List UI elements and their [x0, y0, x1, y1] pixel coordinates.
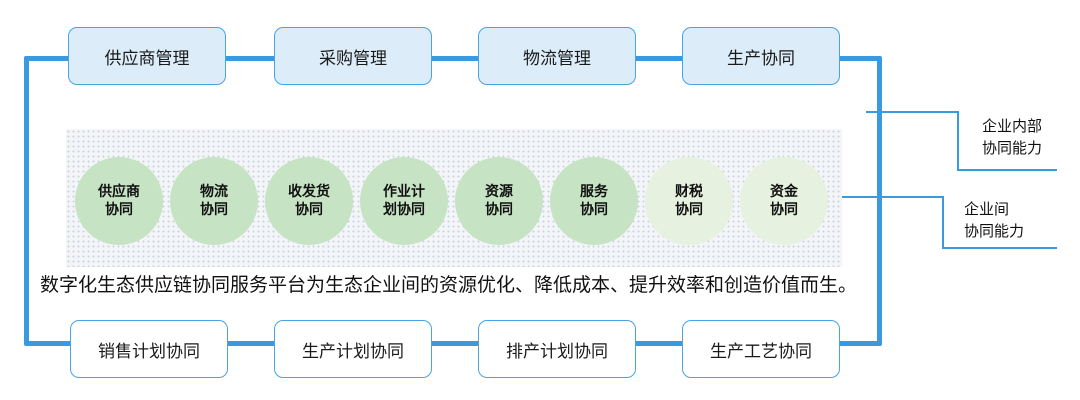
bottom-box-production-process: 生产工艺协同	[682, 320, 840, 378]
connector-internal-horizontal	[866, 111, 959, 113]
circle-resource-collaboration: 资源 协同	[455, 157, 543, 245]
platform-caption: 数字化生态供应链协同服务平台为生态企业间的资源优化、降低成本、提升效率和创造价值…	[40, 274, 858, 296]
connector-internal-vertical	[957, 111, 959, 171]
circle-service-collaboration: 服务 协同	[550, 157, 638, 245]
bottom-box-production-plan: 生产计划协同	[274, 320, 432, 378]
bottom-box-scheduling-plan: 排产计划协同	[478, 320, 636, 378]
top-box-production-collaboration: 生产协同	[682, 27, 840, 85]
top-box-supplier-management: 供应商管理	[68, 27, 226, 85]
top-box-logistics-management: 物流管理	[478, 27, 636, 85]
circle-finance-tax-collaboration: 财税 协同	[645, 157, 733, 245]
circle-shipping-receiving-collaboration: 收发货 协同	[265, 157, 353, 245]
circle-supplier-collaboration: 供应商 协同	[75, 157, 163, 245]
connector-internal-underline	[957, 169, 1057, 171]
circle-capital-collaboration: 资金 协同	[740, 157, 828, 245]
top-box-procurement-management: 采购管理	[274, 27, 432, 85]
connector-inter-horizontal	[842, 196, 944, 198]
label-inter-enterprise-capability: 企业间 协同能力	[964, 200, 1025, 240]
circle-logistics-collaboration: 物流 协同	[170, 157, 258, 245]
circle-operation-plan-collaboration: 作业计 划协同	[360, 157, 448, 245]
connector-inter-vertical	[942, 196, 944, 249]
label-internal-capability: 企业内部 协同能力	[982, 117, 1043, 157]
connector-inter-underline	[942, 247, 1057, 249]
bottom-box-sales-plan: 销售计划协同	[70, 320, 228, 378]
platform-frame	[24, 56, 882, 346]
